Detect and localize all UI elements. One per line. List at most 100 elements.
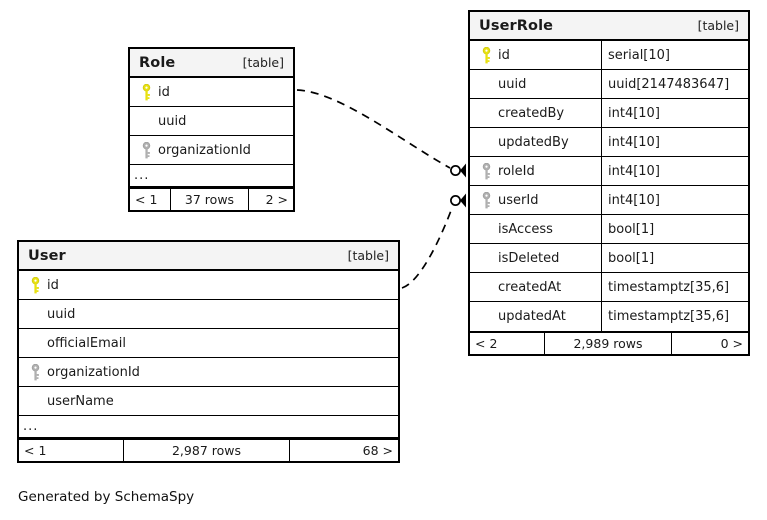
generated-by-caption: Generated by SchemaSpy [18, 489, 195, 505]
table-role-columns: id uuid organizationId [130, 78, 293, 187]
column-type: timestamptz[35,6] [601, 273, 748, 301]
column-label: uuid [498, 76, 527, 92]
next-page-button[interactable]: 68 > [362, 443, 393, 458]
table-user-columns: id uuid officialEmail [19, 271, 398, 438]
column-label: uuid [47, 306, 76, 322]
primary-key-icon [476, 46, 496, 64]
more-columns-indicator: ... [19, 416, 398, 438]
column-type: uuid[2147483647] [601, 70, 748, 98]
column-label: updatedAt [498, 309, 566, 324]
column-name-cell: organizationId [130, 136, 293, 164]
column-label: userId [498, 192, 539, 208]
column-type: int4[10] [601, 157, 748, 185]
table-user-header: User [table] [19, 242, 398, 271]
table-row[interactable]: organizationId [19, 358, 398, 387]
column-name-cell: id [470, 41, 601, 69]
prev-page-button[interactable]: < 2 [475, 336, 498, 351]
column-name-cell: uuid [130, 107, 293, 135]
table-role-header: Role [table] [130, 49, 293, 78]
cardinality-zero-marker [450, 195, 461, 206]
foreign-key-icon [476, 162, 496, 180]
column-label: isDeleted [498, 250, 560, 266]
column-type: bool[1] [601, 244, 748, 272]
column-name-cell: uuid [19, 300, 398, 328]
table-row[interactable]: userName [19, 387, 398, 416]
column-type: bool[1] [601, 215, 748, 243]
table-user-title: User [28, 247, 66, 264]
column-label: userName [47, 393, 114, 409]
column-label: isAccess [498, 221, 553, 237]
column-label: id [498, 47, 510, 63]
row-count-label: 37 rows [170, 189, 249, 210]
column-name-cell: updatedAt [470, 302, 601, 331]
prev-page-button[interactable]: < 1 [135, 192, 158, 207]
table-userrole[interactable]: UserRole [table] id serial[10] [468, 10, 750, 356]
table-row[interactable]: id [19, 271, 398, 300]
column-name-cell: createdAt [470, 273, 601, 301]
column-label: createdBy [498, 105, 565, 121]
table-row[interactable]: createdBy int4[10] [470, 99, 748, 128]
column-type: int4[10] [601, 128, 748, 156]
table-role-title: Role [139, 54, 176, 71]
foreign-key-icon [136, 141, 156, 159]
next-page-button[interactable]: 0 > [720, 336, 743, 351]
column-name-cell: isAccess [470, 215, 601, 243]
column-label: id [47, 277, 59, 293]
table-row[interactable]: officialEmail [19, 329, 398, 358]
table-row[interactable]: isAccess bool[1] [470, 215, 748, 244]
table-userrole-header: UserRole [table] [470, 12, 748, 41]
column-label: organizationId [158, 142, 251, 158]
column-type: int4[10] [601, 186, 748, 214]
table-userrole-columns: id serial[10] uuid uuid[2147483647] crea… [470, 41, 748, 331]
table-row[interactable]: isDeleted bool[1] [470, 244, 748, 273]
primary-key-icon [136, 83, 156, 101]
table-row[interactable]: uuid uuid[2147483647] [470, 70, 748, 99]
table-userrole-footer: < 2 2,989 rows 0 > [470, 331, 748, 354]
column-label: officialEmail [47, 335, 126, 351]
table-row[interactable]: updatedAt timestamptz[35,6] [470, 302, 748, 331]
column-name-cell: roleId [470, 157, 601, 185]
column-type: int4[10] [601, 99, 748, 127]
row-count-label: 2,987 rows [123, 440, 290, 461]
column-label: id [158, 84, 170, 100]
column-label: updatedBy [498, 134, 569, 150]
table-user-footer: < 1 2,987 rows 68 > [19, 438, 398, 461]
column-type: timestamptz[35,6] [601, 302, 748, 331]
foreign-key-icon [25, 363, 45, 381]
table-role[interactable]: Role [table] id uuid [128, 47, 295, 212]
more-columns-indicator: ... [130, 165, 293, 187]
column-name-cell: officialEmail [19, 329, 398, 357]
table-row[interactable]: id [130, 78, 293, 107]
column-name-cell: userName [19, 387, 398, 415]
table-row[interactable]: roleId int4[10] [470, 157, 748, 186]
table-user[interactable]: User [table] id uuid [17, 240, 400, 463]
column-name-cell: id [130, 78, 293, 106]
relationship-line-user-userrole [401, 207, 453, 289]
table-row[interactable]: userId int4[10] [470, 186, 748, 215]
column-label: roleId [498, 163, 535, 179]
column-name-cell: userId [470, 186, 601, 214]
column-label: uuid [158, 113, 187, 129]
column-name-cell: organizationId [19, 358, 398, 386]
foreign-key-icon [476, 191, 496, 209]
table-row[interactable]: uuid [130, 107, 293, 136]
primary-key-icon [25, 276, 45, 294]
table-row[interactable]: createdAt timestamptz[35,6] [470, 273, 748, 302]
column-name-cell: createdBy [470, 99, 601, 127]
table-userrole-title: UserRole [479, 17, 554, 34]
column-label: organizationId [47, 364, 140, 380]
table-role-footer: < 1 37 rows 2 > [130, 187, 293, 210]
table-row[interactable]: updatedBy int4[10] [470, 128, 748, 157]
relationship-user-to-userrole [401, 193, 466, 289]
column-name-cell: isDeleted [470, 244, 601, 272]
table-row[interactable]: organizationId [130, 136, 293, 165]
column-name-cell: uuid [470, 70, 601, 98]
column-type: serial[10] [601, 41, 748, 69]
table-row[interactable]: id serial[10] [470, 41, 748, 70]
cardinality-zero-marker [450, 165, 461, 176]
next-page-button[interactable]: 2 > [265, 192, 288, 207]
relationship-line-role-userrole [296, 89, 451, 169]
column-name-cell: updatedBy [470, 128, 601, 156]
table-row[interactable]: uuid [19, 300, 398, 329]
prev-page-button[interactable]: < 1 [24, 443, 47, 458]
